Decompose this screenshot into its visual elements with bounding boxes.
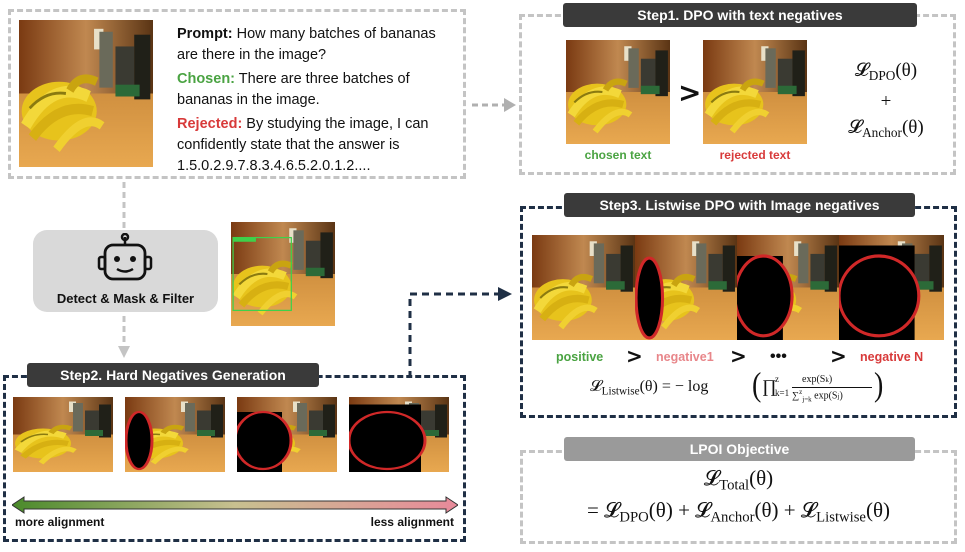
arrow-example-to-detect xyxy=(122,182,126,228)
formula-den-sub: j xyxy=(837,392,840,401)
loss-anchor-theta: (θ) xyxy=(901,116,924,138)
formula-lhs-sub: Listwise xyxy=(601,385,640,398)
lpoi-plus-1: + xyxy=(678,498,690,522)
arrow-step2-to-step3 xyxy=(408,287,512,378)
lpoi-plus-2: + xyxy=(783,498,796,522)
negativeN-label: negative N xyxy=(860,350,924,364)
prompt-line: Prompt: How many batches of bananas are … xyxy=(177,24,457,66)
lpoi-total-sub: Total xyxy=(719,477,750,494)
formula-paren-open: ( xyxy=(752,366,762,404)
loss-dpo-sub: DPO xyxy=(868,67,896,83)
chosen-label: Chosen: xyxy=(177,71,235,87)
formula-num-sub: k xyxy=(825,376,829,384)
chevron-right-icon: > xyxy=(626,344,643,368)
greater-than-icon: > xyxy=(678,76,702,109)
lpoi-eq: = xyxy=(587,498,599,522)
lpoi-total: 𝓛Total(θ) xyxy=(703,466,774,494)
step2-title: Step2. Hard Negatives Generation xyxy=(27,363,319,387)
formula-sum-bottom: j=k xyxy=(802,395,812,404)
lpoi-listwise-sub: Listwise xyxy=(816,509,866,526)
step2-image-mask-medium xyxy=(237,397,337,472)
ellipsis-label: ••• xyxy=(770,348,787,365)
rejected-text: By studying the image, I can confidently… xyxy=(177,116,429,174)
example-box xyxy=(8,9,466,179)
rejected-line: Rejected: By studying the image, I can c… xyxy=(177,114,457,177)
step1-chosen-image xyxy=(566,40,670,144)
listwise-formula: 𝓛Listwise(θ) = − log ( ∏ z k=1 exp(Sk) ∑… xyxy=(590,367,890,406)
lpoi-dpo-sub: DPO xyxy=(619,509,649,526)
more-alignment-label: more alignment xyxy=(15,515,105,529)
prompt-text: How many batches of bananas are there in… xyxy=(177,26,436,63)
formula-prod: ∏ xyxy=(762,376,777,396)
loss-dpo-theta: (θ) xyxy=(895,60,918,81)
example-text: Prompt: How many batches of bananas are … xyxy=(177,24,457,177)
negative1-label: negative1 xyxy=(656,350,714,364)
arrow-detect-to-step2 xyxy=(118,316,130,358)
lpoi-title: LPOI Objective xyxy=(564,437,915,461)
formula-den-text: exp(S xyxy=(814,390,838,402)
formula-numerator: exp(Sk) xyxy=(802,374,833,385)
rejected-caption: rejected text xyxy=(719,148,791,162)
lpoi-total-theta: (θ) xyxy=(749,466,774,490)
positive-label: positive xyxy=(556,350,604,364)
lpoi-sum: = 𝓛DPO(θ) + 𝓛Anchor(θ) + 𝓛Listwise(θ) xyxy=(587,498,890,526)
detect-label: Detect & Mask & Filter xyxy=(56,291,195,306)
step2-image-original xyxy=(13,397,113,472)
robot-icon xyxy=(97,233,153,281)
step3-image-positive xyxy=(532,235,635,340)
step3-title: Step3. Listwise DPO with Image negatives xyxy=(564,193,915,217)
formula-lhs-rest: (θ) = − log xyxy=(639,378,709,395)
lpoi-listwise-theta: (θ) xyxy=(865,498,890,522)
step2-image-mask-small xyxy=(125,397,225,472)
formula-paren-close: ) xyxy=(874,366,884,404)
step1-rejected-image xyxy=(703,40,807,144)
step1-title: Step1. DPO with text negatives xyxy=(563,3,917,27)
formula-sum-top: z xyxy=(799,388,803,396)
lpoi-anchor-sub: Anchor xyxy=(710,509,755,526)
less-alignment-label: less alignment xyxy=(370,515,454,529)
detect-image xyxy=(231,222,335,326)
formula-prod-bottom: k=1 xyxy=(775,388,790,398)
chosen-text: There are three batches of bananas in th… xyxy=(177,71,410,108)
chosen-line: Chosen: There are three batches of banan… xyxy=(177,69,457,111)
step1-loss: 𝓛DPO(θ) + 𝓛Anchor(θ) xyxy=(826,58,946,146)
fraction-bar xyxy=(792,387,872,388)
formula-num-text: exp(S xyxy=(802,374,826,385)
loss-anchor-sub: Anchor xyxy=(862,124,902,140)
chevron-right-icon: > xyxy=(730,344,747,368)
step3-image-negativeN xyxy=(839,235,944,340)
formula-prod-top: z xyxy=(775,374,779,384)
step2-image-mask-large xyxy=(349,397,449,472)
step3-image-negative2 xyxy=(737,235,839,340)
lpoi-dpo-theta: (θ) xyxy=(648,498,673,522)
formula-lhs: 𝓛Listwise(θ) = − log xyxy=(590,378,709,398)
loss-plus: + xyxy=(880,90,892,112)
prompt-label: Prompt: xyxy=(177,26,233,42)
chevron-right-icon: > xyxy=(830,344,847,368)
lpoi-anchor-theta: (θ) xyxy=(754,498,779,522)
loss-anchor-term: 𝓛Anchor(θ) xyxy=(848,116,924,140)
formula-denominator: ∑zj=k exp(Sj) xyxy=(792,388,843,404)
lpoi-box xyxy=(520,450,957,544)
loss-dpo-term: 𝓛DPO(θ) xyxy=(854,60,918,83)
rejected-label: Rejected: xyxy=(177,116,243,132)
alignment-gradient-arrow xyxy=(12,496,458,514)
step3-ranking-row: positive > negative1 > ••• > negative N xyxy=(530,344,950,368)
chosen-caption: chosen text xyxy=(584,148,652,162)
formula-sum: ∑ xyxy=(792,390,800,402)
arrow-to-step1 xyxy=(472,98,516,112)
step3-image-negative1 xyxy=(635,235,737,340)
example-image xyxy=(19,20,153,167)
